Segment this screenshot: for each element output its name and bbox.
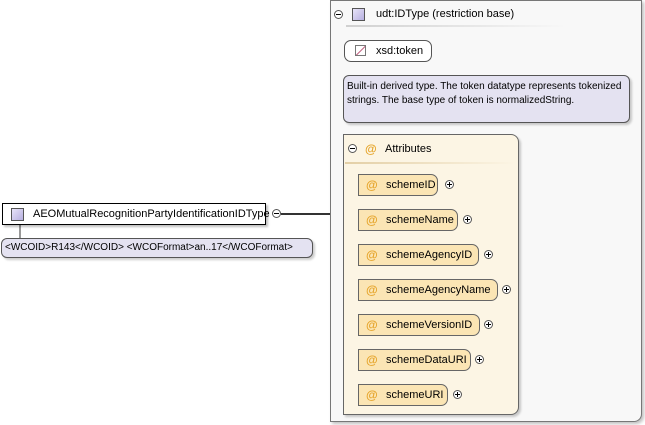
attribute-icon: @ — [366, 388, 378, 402]
base-type-description: Built-in derived type. The token datatyp… — [343, 75, 630, 123]
attribute-scheme-version-id[interactable]: @ schemeVersionID — [358, 314, 480, 336]
restriction-divider — [346, 25, 566, 27]
attribute-group-icon: @ — [365, 142, 377, 156]
type-documentation-text: <WCOID>R143</WCOID> <WCOFormat>an..17</W… — [5, 242, 293, 253]
base-type-box[interactable] — [344, 40, 432, 62]
type-documentation: <WCOID>R143</WCOID> <WCOFormat>an..17</W… — [1, 238, 313, 258]
attribute-name: schemeVersionID — [386, 319, 473, 331]
attribute-scheme-data-uri[interactable]: @ schemeDataURI — [358, 349, 471, 371]
attribute-icon: @ — [366, 318, 378, 332]
attribute-scheme-id[interactable]: @ schemeID — [358, 174, 438, 196]
attribute-name: schemeAgencyName — [386, 284, 491, 296]
expand-scheme-version-id-icon[interactable] — [484, 320, 493, 329]
simple-type-icon — [355, 45, 366, 56]
attribute-scheme-name[interactable]: @ schemeName — [358, 209, 458, 231]
expand-scheme-id-icon[interactable] — [445, 180, 454, 189]
expand-scheme-uri-icon[interactable] — [453, 390, 462, 399]
expand-scheme-data-uri-icon[interactable] — [475, 355, 484, 364]
attribute-name: schemeID — [386, 179, 436, 191]
attribute-scheme-uri[interactable]: @ schemeURI — [358, 384, 448, 406]
complex-type-box[interactable]: AEOMutualRecognitionPartyIdentificationI… — [2, 203, 270, 225]
collapse-type-toggle-icon[interactable] — [272, 209, 281, 218]
attribute-icon: @ — [366, 283, 378, 297]
collapse-attributes-toggle-icon[interactable] — [348, 144, 357, 153]
attributes-divider — [345, 162, 515, 164]
restriction-title: udt:IDType (restriction base) — [376, 8, 515, 20]
attribute-name: schemeName — [386, 214, 454, 226]
attribute-icon: @ — [366, 353, 378, 367]
complex-type-name: AEOMutualRecognitionPartyIdentificationI… — [33, 208, 270, 220]
base-type-description-text: Built-in derived type. The token datatyp… — [347, 81, 622, 106]
attributes-header: Attributes — [385, 143, 432, 155]
attribute-scheme-agency-id[interactable]: @ schemeAgencyID — [358, 244, 479, 266]
complex-type-icon — [11, 208, 24, 221]
attribute-icon: @ — [366, 178, 378, 192]
attribute-icon: @ — [366, 213, 378, 227]
restriction-type-icon — [352, 8, 365, 21]
expand-scheme-agency-name-icon[interactable] — [502, 285, 511, 294]
attribute-name: schemeDataURI — [386, 354, 467, 366]
attribute-icon: @ — [366, 248, 378, 262]
attribute-scheme-agency-name[interactable]: @ schemeAgencyName — [358, 279, 498, 301]
base-type-label: xsd:token — [376, 45, 424, 57]
expand-scheme-name-icon[interactable] — [463, 215, 472, 224]
attribute-name: schemeURI — [386, 389, 444, 401]
attribute-name: schemeAgencyID — [386, 249, 473, 261]
collapse-restriction-toggle-icon[interactable] — [334, 10, 343, 19]
expand-scheme-agency-id-icon[interactable] — [484, 250, 493, 259]
